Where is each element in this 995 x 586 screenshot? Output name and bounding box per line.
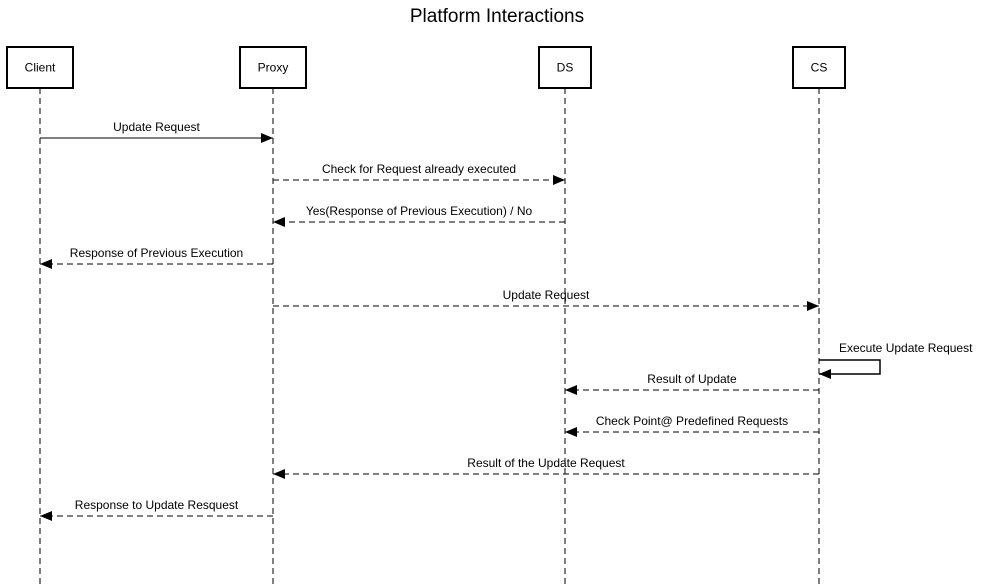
- participant-label: DS: [557, 61, 574, 75]
- message-label: Execute Update Request: [839, 341, 973, 355]
- participant-label: Proxy: [258, 61, 289, 75]
- message-8: Check Point@ Predefined Requests: [565, 414, 819, 437]
- participant-cs: CS: [792, 46, 846, 89]
- message-5: Update Request: [273, 288, 819, 311]
- message-label: Check Point@ Predefined Requests: [596, 414, 788, 428]
- participant-client: Client: [6, 46, 74, 89]
- participants: Client Proxy DS CS: [6, 46, 846, 89]
- lifelines: [39, 88, 820, 584]
- message-2: Check for Request already executed: [273, 162, 565, 185]
- message-4: Response of Previous Execution: [40, 246, 273, 269]
- message-label: Result of the Update Request: [467, 456, 625, 470]
- message-label: Result of Update: [647, 372, 737, 386]
- message-label: Check for Request already executed: [322, 162, 516, 176]
- message-9: Result of the Update Request: [273, 456, 819, 479]
- participant-box: [792, 46, 846, 89]
- participant-ds: DS: [538, 46, 592, 89]
- participant-label: Client: [25, 61, 56, 75]
- participant-box: [538, 46, 592, 89]
- participant-box: [239, 46, 307, 89]
- diagram-title: Platform Interactions: [410, 6, 584, 27]
- message-1: Update Request: [40, 120, 273, 143]
- message-7: Result of Update: [565, 372, 819, 395]
- self-message-arrow: [819, 359, 881, 379]
- participant-label: CS: [811, 61, 828, 75]
- message-label: Update Request: [113, 120, 200, 134]
- message-10: Response to Update Resquest: [40, 498, 273, 521]
- message-label: Yes(Response of Previous Execution) / No: [306, 204, 533, 218]
- message-label: Update Request: [503, 288, 590, 302]
- message-6: Execute Update Request: [819, 341, 973, 379]
- participant-box: [6, 46, 74, 89]
- message-label: Response of Previous Execution: [70, 246, 243, 260]
- message-label: Response to Update Resquest: [75, 498, 239, 512]
- message-3: Yes(Response of Previous Execution) / No: [273, 204, 565, 227]
- participant-proxy: Proxy: [239, 46, 307, 89]
